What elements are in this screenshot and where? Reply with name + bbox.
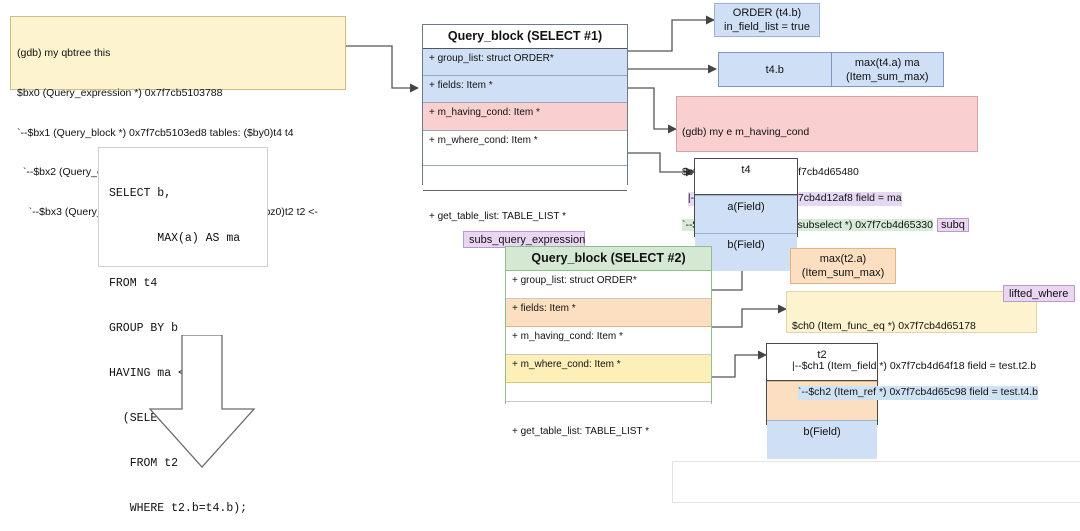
fields-box-select1-left: t4.b [765,63,784,76]
order-box-line1: ORDER (t4.b) [732,7,802,19]
qb2-row-spacer [506,383,711,402]
sql-line-6: FROM t2 [109,457,179,470]
query-block-1[interactable]: Query_block (SELECT #1) + group_list: st… [422,24,628,255]
qb1-row-m-where-cond[interactable]: + m_where_cond: Item * [423,131,627,166]
sql-line-0: SELECT b, [109,187,172,200]
fields-box-select2: max(t2.a) (Item_sum_max) [790,248,896,284]
qb1-row-fields[interactable]: + fields: Item * [423,76,627,103]
table-t4-field-a: a(Field) [695,195,797,233]
query-block-2[interactable]: Query_block (SELECT #2) + group_list: st… [505,246,712,476]
table-t2-header: t2 [767,344,877,381]
qb2-row-group-list[interactable]: + group_list: struct ORDER* [506,271,711,299]
sql-snippet-panel: SELECT b, MAX(a) AS ma FROM t4 GROUP BY … [98,147,268,515]
gdb-where-cond-panel: $ch0 (Item_func_eq *) 0x7f7cb4d65178 |--… [786,291,1039,400]
fields-box-select1-right-line1: max(t4.a) ma [854,56,920,69]
gdb-qbtree-line-0: (gdb) my qbtree this [17,47,111,60]
table-t2-field-b: b(Field) [767,420,877,459]
gdb-qbtree-line-1: $bx0 (Query_expression *) 0x7f7cb5103788 [17,87,223,100]
qb2-row-m-having-cond[interactable]: + m_having_cond: Item * [506,327,711,355]
table-t4-header: t4 [695,159,797,195]
order-box-line2: in_field_list = true [724,21,810,33]
fields-box-select1-right-line2: (Item_sum_max) [845,70,929,83]
lifted-where-tag: lifted_where [1003,285,1075,302]
gdb-where-line-2: |--$ch1 (Item_field *) 0x7f7cb4d64f18 fi… [792,360,1037,373]
order-box: ORDER (t4.b) in_field_list = true [714,3,820,37]
table-t2: t2 a(Field) b(Field) [766,343,878,459]
sql-line-1: MAX(a) AS ma [109,232,241,245]
gdb-where-line-3: `--$ch2 (Item_ref *) 0x7f7cb4d65c98 fiel… [797,386,1039,400]
fields-box-select2-line2: (Item_sum_max) [801,267,885,279]
qb2-row-m-where-cond[interactable]: + m_where_cond: Item * [506,355,711,383]
subq-badge: subq [936,217,969,232]
gdb-where-line-1: $ch0 (Item_func_eq *) 0x7f7cb4d65178 [792,320,976,333]
gdb-qbtree-panel: (gdb) my qbtree this $bx0 (Query_express… [10,16,346,218]
qb1-row-group-list[interactable]: + group_list: struct ORDER* [423,49,627,76]
query-block-1-title: Query_block (SELECT #1) [423,25,627,49]
bottom-panel-partial [672,461,1080,503]
sql-line-2: FROM t4 [109,277,158,290]
fields-box-select1: t4.b max(t4.a) ma (Item_sum_max) [718,52,944,87]
qb2-row-fields[interactable]: + fields: Item * [506,299,711,327]
table-t4-field-b: b(Field) [695,233,797,271]
fields-box-select1-right: max(t4.a) ma (Item_sum_max) [830,53,944,86]
qb1-row-m-having-cond[interactable]: + m_having_cond: Item * [423,103,627,131]
sql-line-7: WHERE t2.b=t4.b); [109,502,248,515]
query-block-2-title: Query_block (SELECT #2) [506,247,711,271]
gdb-having-cond-panel: (gdb) my e m_having_cond $cv0 (Item_func… [676,96,978,232]
sql-line-3: GROUP BY b [109,322,179,335]
qb1-row-spacer [423,166,627,191]
flow-down-arrow-icon [142,334,262,470]
gdb-qbtree-line-2: `--$bx1 (Query_block *) 0x7f7cb5103ed8 t… [17,126,294,139]
gdb-having-line-1: (gdb) my e m_having_cond [682,126,810,139]
fields-box-select2-line1: max(t2.a) [819,253,867,265]
table-t4: t4 a(Field) b(Field) [694,158,798,271]
